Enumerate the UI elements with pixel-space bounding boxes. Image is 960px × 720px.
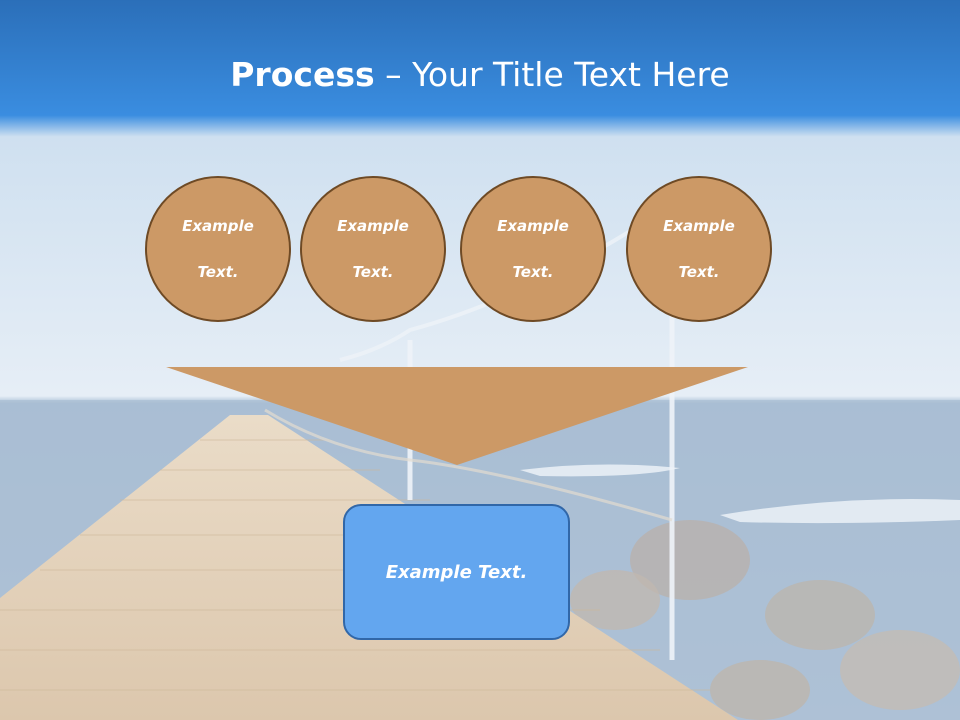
circle-1-line-1: Example <box>182 216 254 235</box>
circle-4-line-1: Example <box>663 216 735 235</box>
circle-1-line-2: Text. <box>197 262 239 281</box>
circle-4-line-2: Text. <box>678 262 720 281</box>
title-separator: – <box>374 55 413 94</box>
result-box: Example Text. <box>343 504 570 640</box>
circle-3-line-1: Example <box>497 216 569 235</box>
circle-2-line-1: Example <box>337 216 409 235</box>
result-box-text: Example Text. <box>385 561 528 583</box>
title-bold: Process <box>230 55 375 94</box>
slide-title: Process – Your Title Text Here <box>0 50 960 100</box>
circle-3-line-2: Text. <box>512 262 554 281</box>
circle-2-line-2: Text. <box>352 262 394 281</box>
title-rest: Your Title Text Here <box>412 55 730 94</box>
funnel-triangle <box>166 367 748 465</box>
